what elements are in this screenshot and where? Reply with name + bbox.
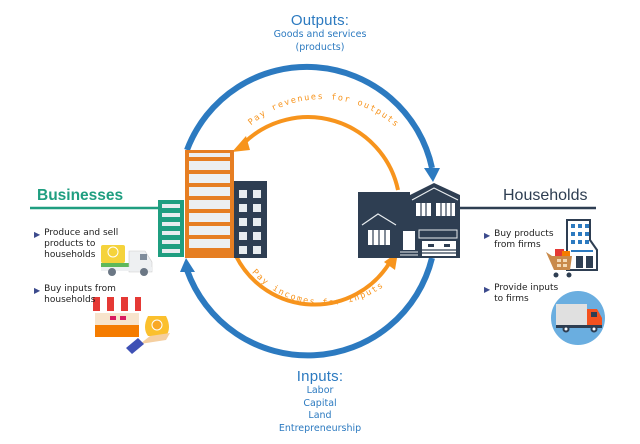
households-title: Households <box>503 187 588 204</box>
revenues-arrowhead <box>232 136 250 152</box>
outputs-arrowhead <box>424 168 440 182</box>
businesses-item-buy-inputs: ▶ Buy inputs from households <box>34 284 116 306</box>
bullet-text-line: Buy inputs from <box>44 284 116 294</box>
outputs-flow-arrow <box>184 63 435 169</box>
inputs-title: Inputs: <box>296 368 344 385</box>
inputs-line-capital: Capital <box>303 397 337 409</box>
bullet-text-line: Provide inputs <box>494 283 559 293</box>
bullet-text-line: Buy products <box>494 229 554 239</box>
bullet-triangle-icon: ▶ <box>34 230 41 239</box>
bullet-text-line: to firms <box>494 294 529 304</box>
truck-circle-icon <box>551 291 605 345</box>
bullet-text-line: households <box>44 250 96 260</box>
outputs-line-goods: Goods and services <box>273 29 367 40</box>
bullet-text-line: products to <box>44 239 96 249</box>
inputs-line-entrepreneurship: Entrepreneurship <box>278 422 362 434</box>
businesses-buildings-icon <box>158 150 267 258</box>
inputs-line-labor: Labor <box>306 385 334 396</box>
businesses-item-produce: ▶ Produce and sell products to household… <box>34 228 118 261</box>
delivery-truck-icon <box>101 245 153 276</box>
incomes-flow-arrow <box>234 255 392 307</box>
inputs-arrowhead <box>180 258 195 272</box>
inputs-line-land: Land <box>308 410 332 421</box>
household-house-icon <box>358 183 460 258</box>
households-item-buy-products: ▶ Buy products from firms <box>484 229 554 251</box>
bullet-text-line: Produce and sell <box>44 228 119 238</box>
inputs-flow-arrow <box>184 257 435 359</box>
businesses-title: Businesses <box>37 187 124 204</box>
shop-and-money-icon <box>93 297 170 354</box>
bullet-triangle-icon: ▶ <box>34 286 41 295</box>
households-item-provide-inputs: ▶ Provide inputs to firms <box>484 283 558 305</box>
outputs-line-products: (products) <box>295 41 345 53</box>
bullet-text-line: households <box>44 295 96 305</box>
bullet-text-line: from firms <box>494 240 541 250</box>
bullet-triangle-icon: ▶ <box>484 285 491 294</box>
outputs-block: Outputs: Goods and services (products) <box>240 12 400 54</box>
bullet-triangle-icon: ▶ <box>484 231 491 240</box>
inputs-block: Inputs: Labor Capital Land Entrepreneurs… <box>240 368 400 435</box>
revenues-flow-arrow <box>242 115 400 191</box>
shopping-cart-building-icon <box>546 219 598 278</box>
outputs-title: Outputs: <box>290 12 350 29</box>
